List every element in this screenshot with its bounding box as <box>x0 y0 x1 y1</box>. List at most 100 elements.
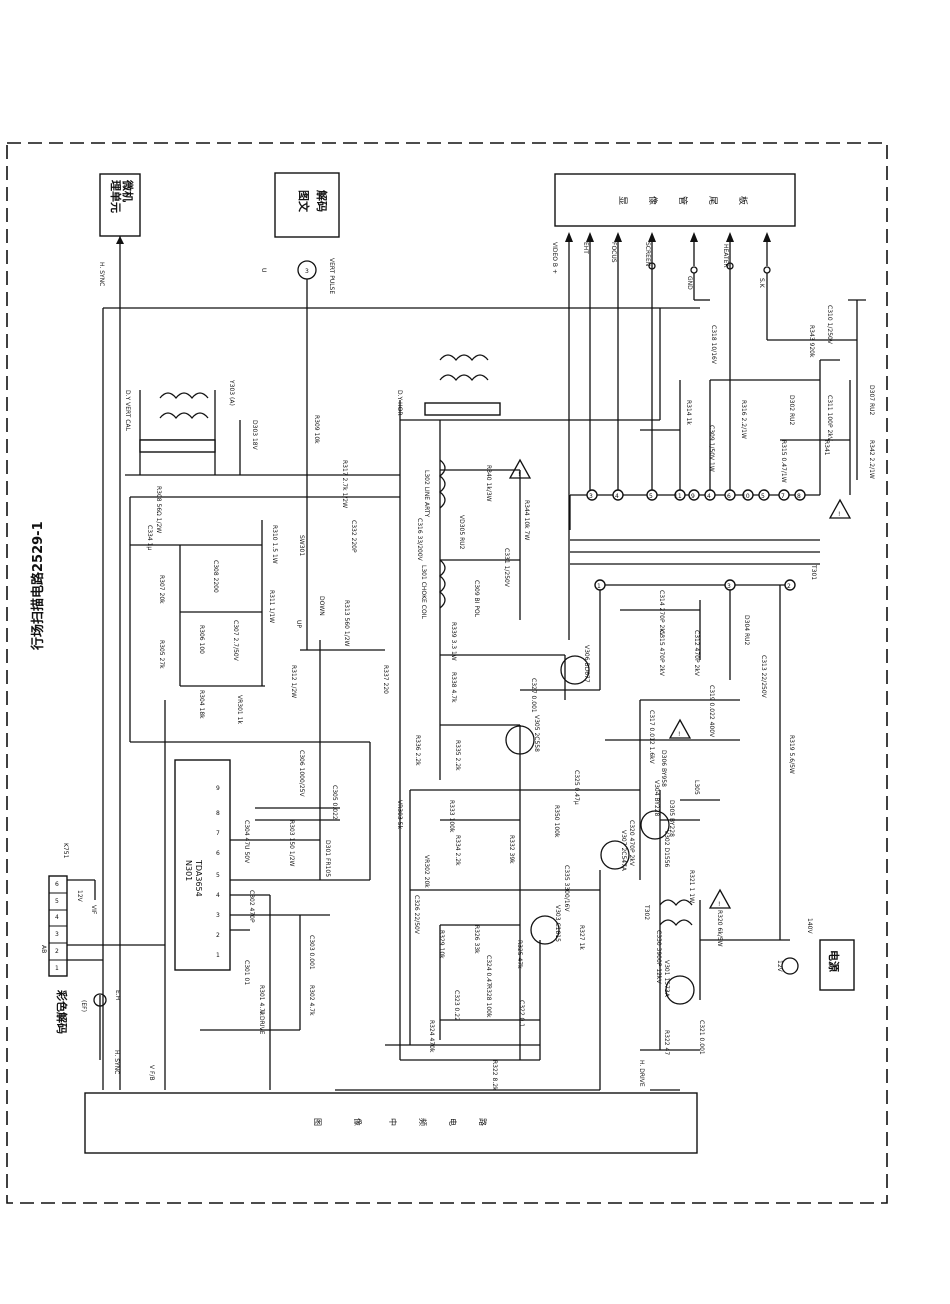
svg-text:尾: 尾 <box>707 196 718 205</box>
svg-text:D.Y HOR: D.Y HOR <box>396 390 403 416</box>
svg-text:R339 3.3 1W: R339 3.3 1W <box>450 622 457 661</box>
svg-text:5: 5 <box>649 493 653 500</box>
svg-text:6: 6 <box>216 850 220 857</box>
page-title: 行场扫描电路2529-1 <box>30 521 46 651</box>
svg-text:2: 2 <box>55 948 59 955</box>
svg-text:R327 1k: R327 1k <box>578 925 585 950</box>
svg-text:4: 4 <box>615 493 619 500</box>
svg-text:(EF): (EF) <box>80 1000 87 1012</box>
svg-text:R313 560 1/2W: R313 560 1/2W <box>343 600 350 647</box>
svg-text:C301 01: C301 01 <box>243 960 250 985</box>
svg-text:1: 1 <box>597 583 601 590</box>
svg-text:C309 1/50V 1W: C309 1/50V 1W <box>708 425 715 472</box>
svg-text:5: 5 <box>216 872 220 879</box>
crt-connections <box>565 232 866 640</box>
svg-text:D307 RU2: D307 RU2 <box>868 385 875 416</box>
svg-text:12V: 12V <box>776 960 783 973</box>
svg-text:H. SYNC: H. SYNC <box>113 1050 120 1074</box>
svg-text:C322 0.1: C322 0.1 <box>518 1000 525 1027</box>
svg-text:C330 3900P 12kV: C330 3900P 12kV <box>655 930 662 984</box>
svg-text:R309 10k: R309 10k <box>313 415 320 444</box>
svg-text:FOCUS: FOCUS <box>610 242 617 263</box>
svg-text:D305 BY228: D305 BY228 <box>668 800 675 837</box>
svg-text:R312 1/2W: R312 1/2W <box>290 665 297 698</box>
svg-text:2: 2 <box>787 583 791 590</box>
warning-icons: ! ! ! ! <box>508 458 852 909</box>
svg-text:T301: T301 <box>810 564 817 580</box>
svg-text:R340 1k/3W: R340 1k/3W <box>485 465 492 502</box>
svg-text:C334 1μ: C334 1μ <box>146 525 153 550</box>
svg-text:VIDEO B +: VIDEO B + <box>551 242 558 274</box>
micro-unit-block: 微机 理单元 <box>99 173 141 237</box>
svg-text:5: 5 <box>761 493 765 500</box>
svg-text:C331 1/250V: C331 1/250V <box>503 548 510 588</box>
svg-text:C304 47U 50V: C304 47U 50V <box>243 820 250 864</box>
if-circuit-block: 图 像 中 频 电 路 <box>84 1092 698 1154</box>
power-block: 电源 <box>819 939 855 991</box>
svg-text:V F/B: V F/B <box>148 1065 155 1081</box>
svg-text:D306 BY958: D306 BY958 <box>660 750 667 787</box>
svg-text:!: ! <box>678 731 680 738</box>
svg-text:V305 2C558: V305 2C558 <box>533 715 540 752</box>
crt-board-block: 显 像 管 尾 板 <box>554 173 796 227</box>
svg-text:显: 显 <box>617 196 628 205</box>
12v-node <box>781 957 799 975</box>
svg-text:11: 11 <box>674 493 682 500</box>
svg-text:EHT: EHT <box>582 242 589 254</box>
svg-text:SW301: SW301 <box>298 535 305 556</box>
svg-text:T302: T302 <box>643 904 650 920</box>
svg-text:C302 470P: C302 470P <box>248 890 255 923</box>
svg-text:E.H: E.H <box>114 990 121 1000</box>
svg-text:C303 0.001: C303 0.001 <box>308 935 315 970</box>
svg-text:7: 7 <box>216 830 220 837</box>
svg-text:2: 2 <box>216 932 220 939</box>
svg-text:R310 1.5 1W: R310 1.5 1W <box>271 525 278 564</box>
svg-text:!: ! <box>838 511 840 518</box>
svg-text:R321 1 1W: R321 1 1W <box>688 870 695 903</box>
l302-coil <box>438 459 446 509</box>
svg-text:6: 6 <box>55 881 59 888</box>
svg-text:C315 470P 2kV: C315 470P 2kV <box>658 630 665 677</box>
color-decoder-label: 彩色解码 <box>55 989 69 1034</box>
svg-text:D303 18V: D303 18V <box>251 420 258 451</box>
svg-text:VR303 5k: VR303 5k <box>396 800 403 829</box>
svg-text:R334 2.2k: R334 2.2k <box>454 835 461 866</box>
svg-text:V304 BY228: V304 BY228 <box>653 780 660 817</box>
svg-text:C326 22/50V: C326 22/50V <box>413 895 420 935</box>
svg-text:VD305 RU2: VD305 RU2 <box>458 515 465 550</box>
svg-text:AB: AB <box>40 945 47 953</box>
svg-text:R337 220: R337 220 <box>382 665 389 694</box>
svg-text:频: 频 <box>418 1118 428 1126</box>
dy-hor-coil <box>424 354 501 416</box>
svg-text:L302 LINE ARTY: L302 LINE ARTY <box>423 470 430 518</box>
svg-text:像: 像 <box>353 1118 363 1126</box>
color-decoder-connector: 6 5 4 3 2 1 <box>48 875 165 1060</box>
svg-text:R322 47: R322 47 <box>663 1030 670 1055</box>
transistors <box>505 655 695 1005</box>
svg-text:C335 3300/16V: C335 3300/16V <box>563 865 570 912</box>
svg-text:R311 1/1W: R311 1/1W <box>268 590 275 623</box>
svg-text:3: 3 <box>589 493 593 500</box>
vert-pulse-label: VERT PULSE <box>328 258 335 294</box>
svg-text:C319 0.022 400V: C319 0.022 400V <box>708 685 715 738</box>
svg-text:R342 2.2/1W: R342 2.2/1W <box>868 440 875 479</box>
svg-text:V DRIVE: V DRIVE <box>258 1010 265 1035</box>
svg-text:D304 RU2: D304 RU2 <box>743 615 750 646</box>
svg-text:R314 1k: R314 1k <box>685 400 692 425</box>
sheet-border <box>6 142 888 1204</box>
svg-text:C320 470P 2kV: C320 470P 2kV <box>628 820 635 867</box>
svg-text:C312 470P 2kV: C312 470P 2kV <box>693 630 700 677</box>
teletext-block: 解码 图文 <box>274 172 340 238</box>
svg-text:8: 8 <box>216 810 220 817</box>
svg-text:电源: 电源 <box>827 950 841 972</box>
svg-text:C311 100P 2kV: C311 100P 2kV <box>826 395 833 442</box>
svg-text:10: 10 <box>742 493 750 500</box>
svg-text:R320 6k/5W: R320 6k/5W <box>716 910 723 947</box>
svg-text:C324 0.47: C324 0.47 <box>485 955 492 986</box>
svg-text:C327 0.001: C327 0.001 <box>530 678 537 713</box>
svg-text:C316 33/200V: C316 33/200V <box>416 518 423 562</box>
svg-text:R304 18k: R304 18k <box>198 690 205 719</box>
svg-text:R335 2.2k: R335 2.2k <box>454 740 461 771</box>
svg-text:D.Y VERT CAL: D.Y VERT CAL <box>124 390 131 432</box>
